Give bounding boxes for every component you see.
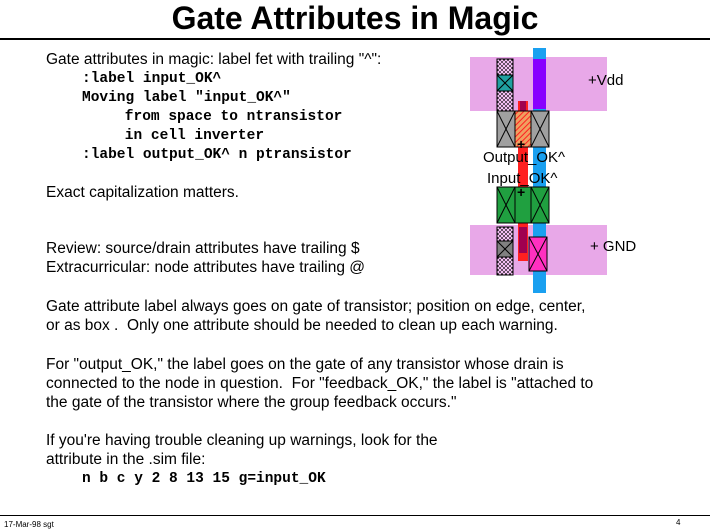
magic-layout-diagram: +Vdd + GND Output_OK^ Input_OK^ + + <box>470 48 636 293</box>
paragraph-line: For "output_OK," the label goes on the g… <box>46 356 564 373</box>
code-line: from space to ntransistor <box>90 109 343 125</box>
input-plus: + <box>517 184 525 200</box>
page-title: Gate Attributes in Magic <box>171 0 539 36</box>
footer-date: 17-Mar-98 sgt <box>4 520 54 529</box>
ndiff-dots <box>496 256 514 276</box>
input-label: Input_OK^ <box>487 170 557 187</box>
capitalization-note: Exact capitalization matters. <box>46 184 239 201</box>
footer-rule <box>0 515 710 516</box>
paragraph-line: the gate of the transistor where the gro… <box>46 394 457 411</box>
paragraph-line: attribute in the .sim file: <box>46 451 206 468</box>
code-line: Moving label "input_OK^" <box>82 90 291 106</box>
vdd-label: +Vdd <box>588 72 623 89</box>
poly-contact-top <box>520 101 526 111</box>
output-plus: + <box>517 136 525 152</box>
extracurricular-note: Extracurricular: node attributes have tr… <box>46 259 365 276</box>
gnd-label: + GND <box>590 238 636 255</box>
ndiff-dots <box>496 226 514 242</box>
metal-column <box>533 48 546 293</box>
paragraph-line: If you're having trouble cleaning up war… <box>46 432 438 449</box>
title-rule <box>0 38 710 40</box>
poly-contact-bottom <box>519 227 527 253</box>
pdiff-dots <box>496 90 514 112</box>
paragraph-line: connected to the node in question. For "… <box>46 375 594 392</box>
paragraph-line: Gate attribute label always goes on gate… <box>46 298 586 315</box>
violet-strip <box>533 59 546 109</box>
paragraph-line: or as box . Only one attribute should be… <box>46 317 558 334</box>
output-label: Output_OK^ <box>483 149 565 166</box>
code-line: :label output_OK^ n ptransistor <box>82 147 352 163</box>
code-line: :label input_OK^ <box>82 71 222 87</box>
pdiff-dots <box>496 58 514 76</box>
review-note: Review: source/drain attributes have tra… <box>46 240 360 257</box>
poly-gate <box>518 101 528 261</box>
page-number: 4 <box>676 518 681 527</box>
code-line: in cell inverter <box>90 128 265 144</box>
sim-line: n b c y 2 8 13 15 g=input_OK <box>82 471 326 487</box>
intro-line: Gate attributes in magic: label fet with… <box>46 51 382 68</box>
